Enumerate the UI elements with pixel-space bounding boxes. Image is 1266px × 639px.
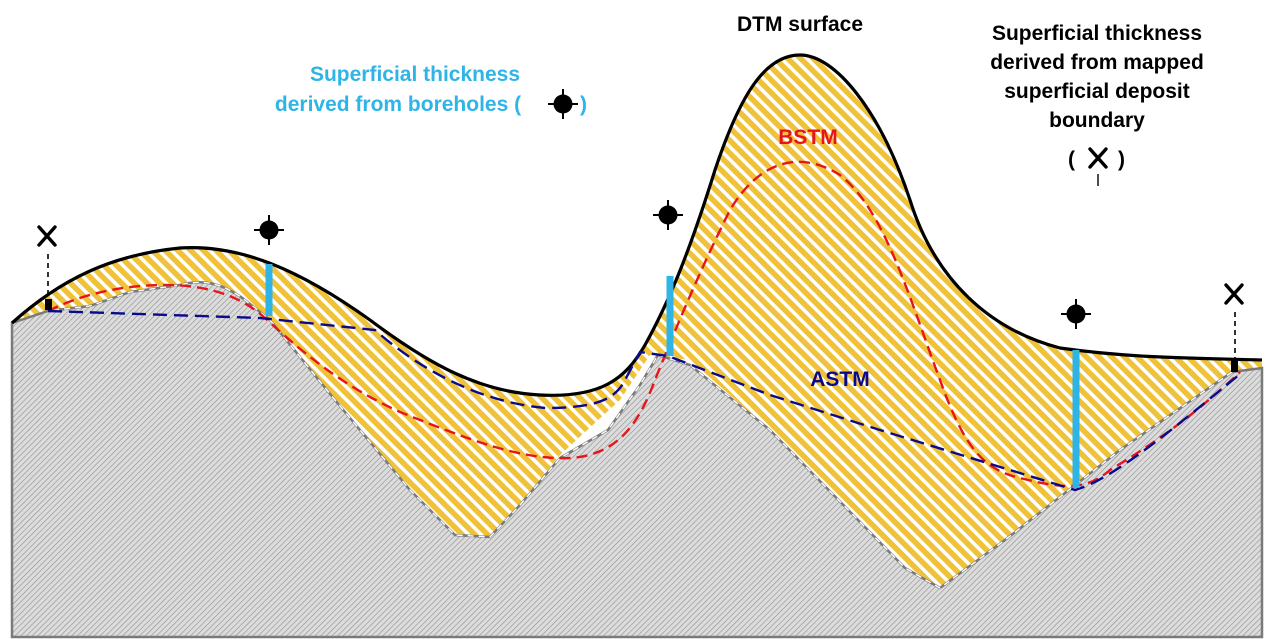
borehole-crosshair-icon — [652, 199, 684, 231]
svg-text:): ) — [580, 93, 587, 116]
borehole-thickness-label: Superficial thickness derived from boreh… — [275, 63, 587, 120]
svg-text:derived from mapped: derived from mapped — [990, 51, 1204, 74]
superficial-deposit-fill — [12, 55, 1262, 588]
x-marker-icon — [1088, 147, 1108, 169]
svg-text:superficial deposit: superficial deposit — [1004, 80, 1190, 103]
svg-text:derived from boreholes (: derived from boreholes ( — [275, 93, 521, 116]
mapped-boundary-marker-left — [37, 225, 57, 310]
svg-text:): ) — [1118, 148, 1125, 171]
svg-text:Superficial thickness: Superficial thickness — [310, 63, 520, 86]
x-marker-icon — [37, 225, 57, 247]
x-marker-icon — [1224, 283, 1244, 305]
mapped-boundary-marker-right — [1224, 283, 1244, 372]
borehole-crosshair-icon — [253, 214, 285, 246]
svg-text:(: ( — [1068, 148, 1075, 171]
dtm-surface-line — [10, 53, 1263, 397]
dtm-surface-label: DTM surface — [737, 13, 863, 36]
mapped-boundary-label: Superficial thickness derived from mappe… — [990, 22, 1204, 186]
svg-text:Superficial thickness: Superficial thickness — [992, 22, 1202, 45]
astm-line — [47, 309, 1241, 492]
borehole-crosshair-icon — [1060, 298, 1092, 330]
bstm-label: BSTM — [778, 126, 838, 149]
svg-text:boundary: boundary — [1049, 109, 1145, 132]
astm-label: ASTM — [810, 368, 870, 391]
borehole-crosshair-icon — [547, 88, 579, 120]
